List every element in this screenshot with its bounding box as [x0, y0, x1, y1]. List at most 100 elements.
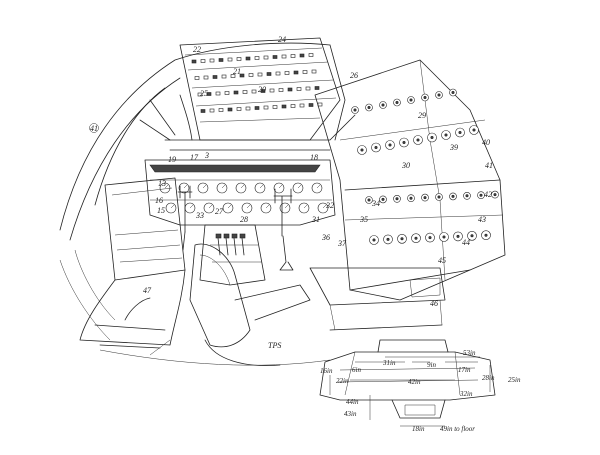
overhead-switch: [308, 103, 314, 107]
flight-engineer-panel: [314, 59, 506, 301]
gauge-needle: [284, 204, 289, 209]
gauge-hub: [409, 196, 413, 200]
gauge-needle: [265, 204, 270, 209]
overhead-switch: [239, 73, 245, 78]
gauge-hub: [402, 141, 406, 145]
gauge-hub: [451, 194, 455, 198]
gauge-hub: [465, 194, 469, 198]
overhead-switch: [245, 56, 251, 61]
callout-number: 18: [310, 153, 318, 162]
callout-number: 46: [430, 299, 438, 308]
gauge-hub: [367, 106, 371, 110]
gauge-needle: [246, 204, 251, 209]
control-yokes: [177, 185, 294, 271]
throttle-lever: [217, 237, 221, 256]
gauge-hub: [428, 236, 432, 240]
overhead-switch: [281, 104, 287, 109]
canopy-frame: [59, 42, 356, 341]
callout-number: 16: [155, 196, 163, 205]
cockpit-floor: [99, 339, 331, 366]
overhead-switch: [272, 105, 278, 109]
dimension-label: 18in: [412, 425, 425, 433]
gauge-hub: [456, 234, 460, 238]
overhead-switch: [308, 53, 314, 57]
callout-number: 13: [158, 179, 166, 188]
gauge-hub: [360, 148, 364, 152]
callout-number: 19: [168, 155, 176, 164]
gauge-hub: [423, 196, 427, 200]
overhead-switch: [242, 90, 248, 94]
dimension-label: 6in: [352, 366, 361, 374]
callout-number: 28: [240, 215, 248, 224]
overhead-switch: [296, 87, 302, 91]
callout-number: 34: [371, 199, 380, 208]
overhead-switch: [212, 75, 218, 79]
callout-number: 31: [311, 215, 320, 224]
callout-number: 47: [143, 286, 152, 295]
callout-number: 43: [478, 215, 486, 224]
callout-circle: [89, 123, 99, 133]
gauge-hub: [430, 136, 434, 140]
dimension-label: 25in: [508, 376, 521, 384]
callout-number: 36: [321, 233, 330, 242]
overhead-switch: [254, 106, 260, 110]
overhead-switch: [197, 92, 203, 97]
callout-number: 21: [233, 67, 241, 76]
callout-number: 3: [204, 151, 209, 160]
throttle-knob: [223, 233, 230, 239]
gauge-hub: [493, 193, 497, 197]
callout-number: 25: [200, 89, 208, 98]
callout-labels: 41 22 21 20 19 17 18 3 13 16 15 47 39 40…: [89, 35, 493, 308]
gauge-hub: [367, 198, 371, 202]
overhead-switch: [194, 76, 200, 80]
overhead-switch: [287, 87, 293, 92]
overhead-switch: [224, 91, 230, 95]
dimension-label: 22in: [336, 377, 349, 385]
callout-number: 40: [482, 138, 490, 147]
overhead-switch: [245, 106, 251, 111]
overhead-switch: [233, 90, 239, 95]
gauge-hub: [472, 128, 476, 132]
overhead-switch: [278, 88, 284, 92]
gauge-hub: [374, 146, 378, 150]
overhead-switch: [227, 57, 233, 62]
dimension-label: 9in: [427, 361, 436, 369]
callout-number: 33: [195, 211, 204, 220]
gauge-hub: [458, 131, 462, 135]
gauge-hub: [437, 195, 441, 199]
gauge-hub: [416, 138, 420, 142]
overhead-switch: [221, 74, 227, 79]
dimension-label: 53in: [463, 349, 476, 357]
gauge-hub: [484, 233, 488, 237]
gauge-hub: [442, 235, 446, 239]
callout-number: 37: [337, 239, 347, 248]
overhead-switch: [227, 107, 233, 112]
callout-number: 45: [438, 256, 446, 265]
gauge-hub: [395, 197, 399, 201]
overhead-switch: [218, 58, 224, 62]
callout-number: 30: [401, 161, 410, 170]
callout-number: 42: [484, 190, 492, 199]
overhead-switch: [209, 58, 215, 63]
overhead-switch: [317, 102, 323, 107]
callout-number: 15: [157, 206, 165, 215]
captain-seat: [79, 177, 186, 349]
gauge-needle: [202, 184, 207, 189]
gauge-hub: [395, 101, 399, 105]
overhead-panel: [179, 37, 341, 141]
throttle-pedestal: [199, 224, 266, 286]
callout-number: 27: [215, 207, 224, 216]
overhead-switch: [218, 108, 224, 112]
callout-number: 22: [193, 45, 201, 54]
overhead-switch: [248, 73, 254, 77]
callout-number: 17: [190, 153, 199, 162]
dimension-label: 28in: [482, 374, 495, 382]
overhead-switch: [203, 75, 209, 80]
throttle-lever: [241, 237, 245, 256]
gauge-hub: [470, 234, 474, 238]
gauge-needle: [189, 204, 194, 209]
overhead-switch: [299, 53, 305, 58]
gauge-needle: [170, 204, 175, 209]
artist-signature: TPS: [268, 341, 281, 350]
